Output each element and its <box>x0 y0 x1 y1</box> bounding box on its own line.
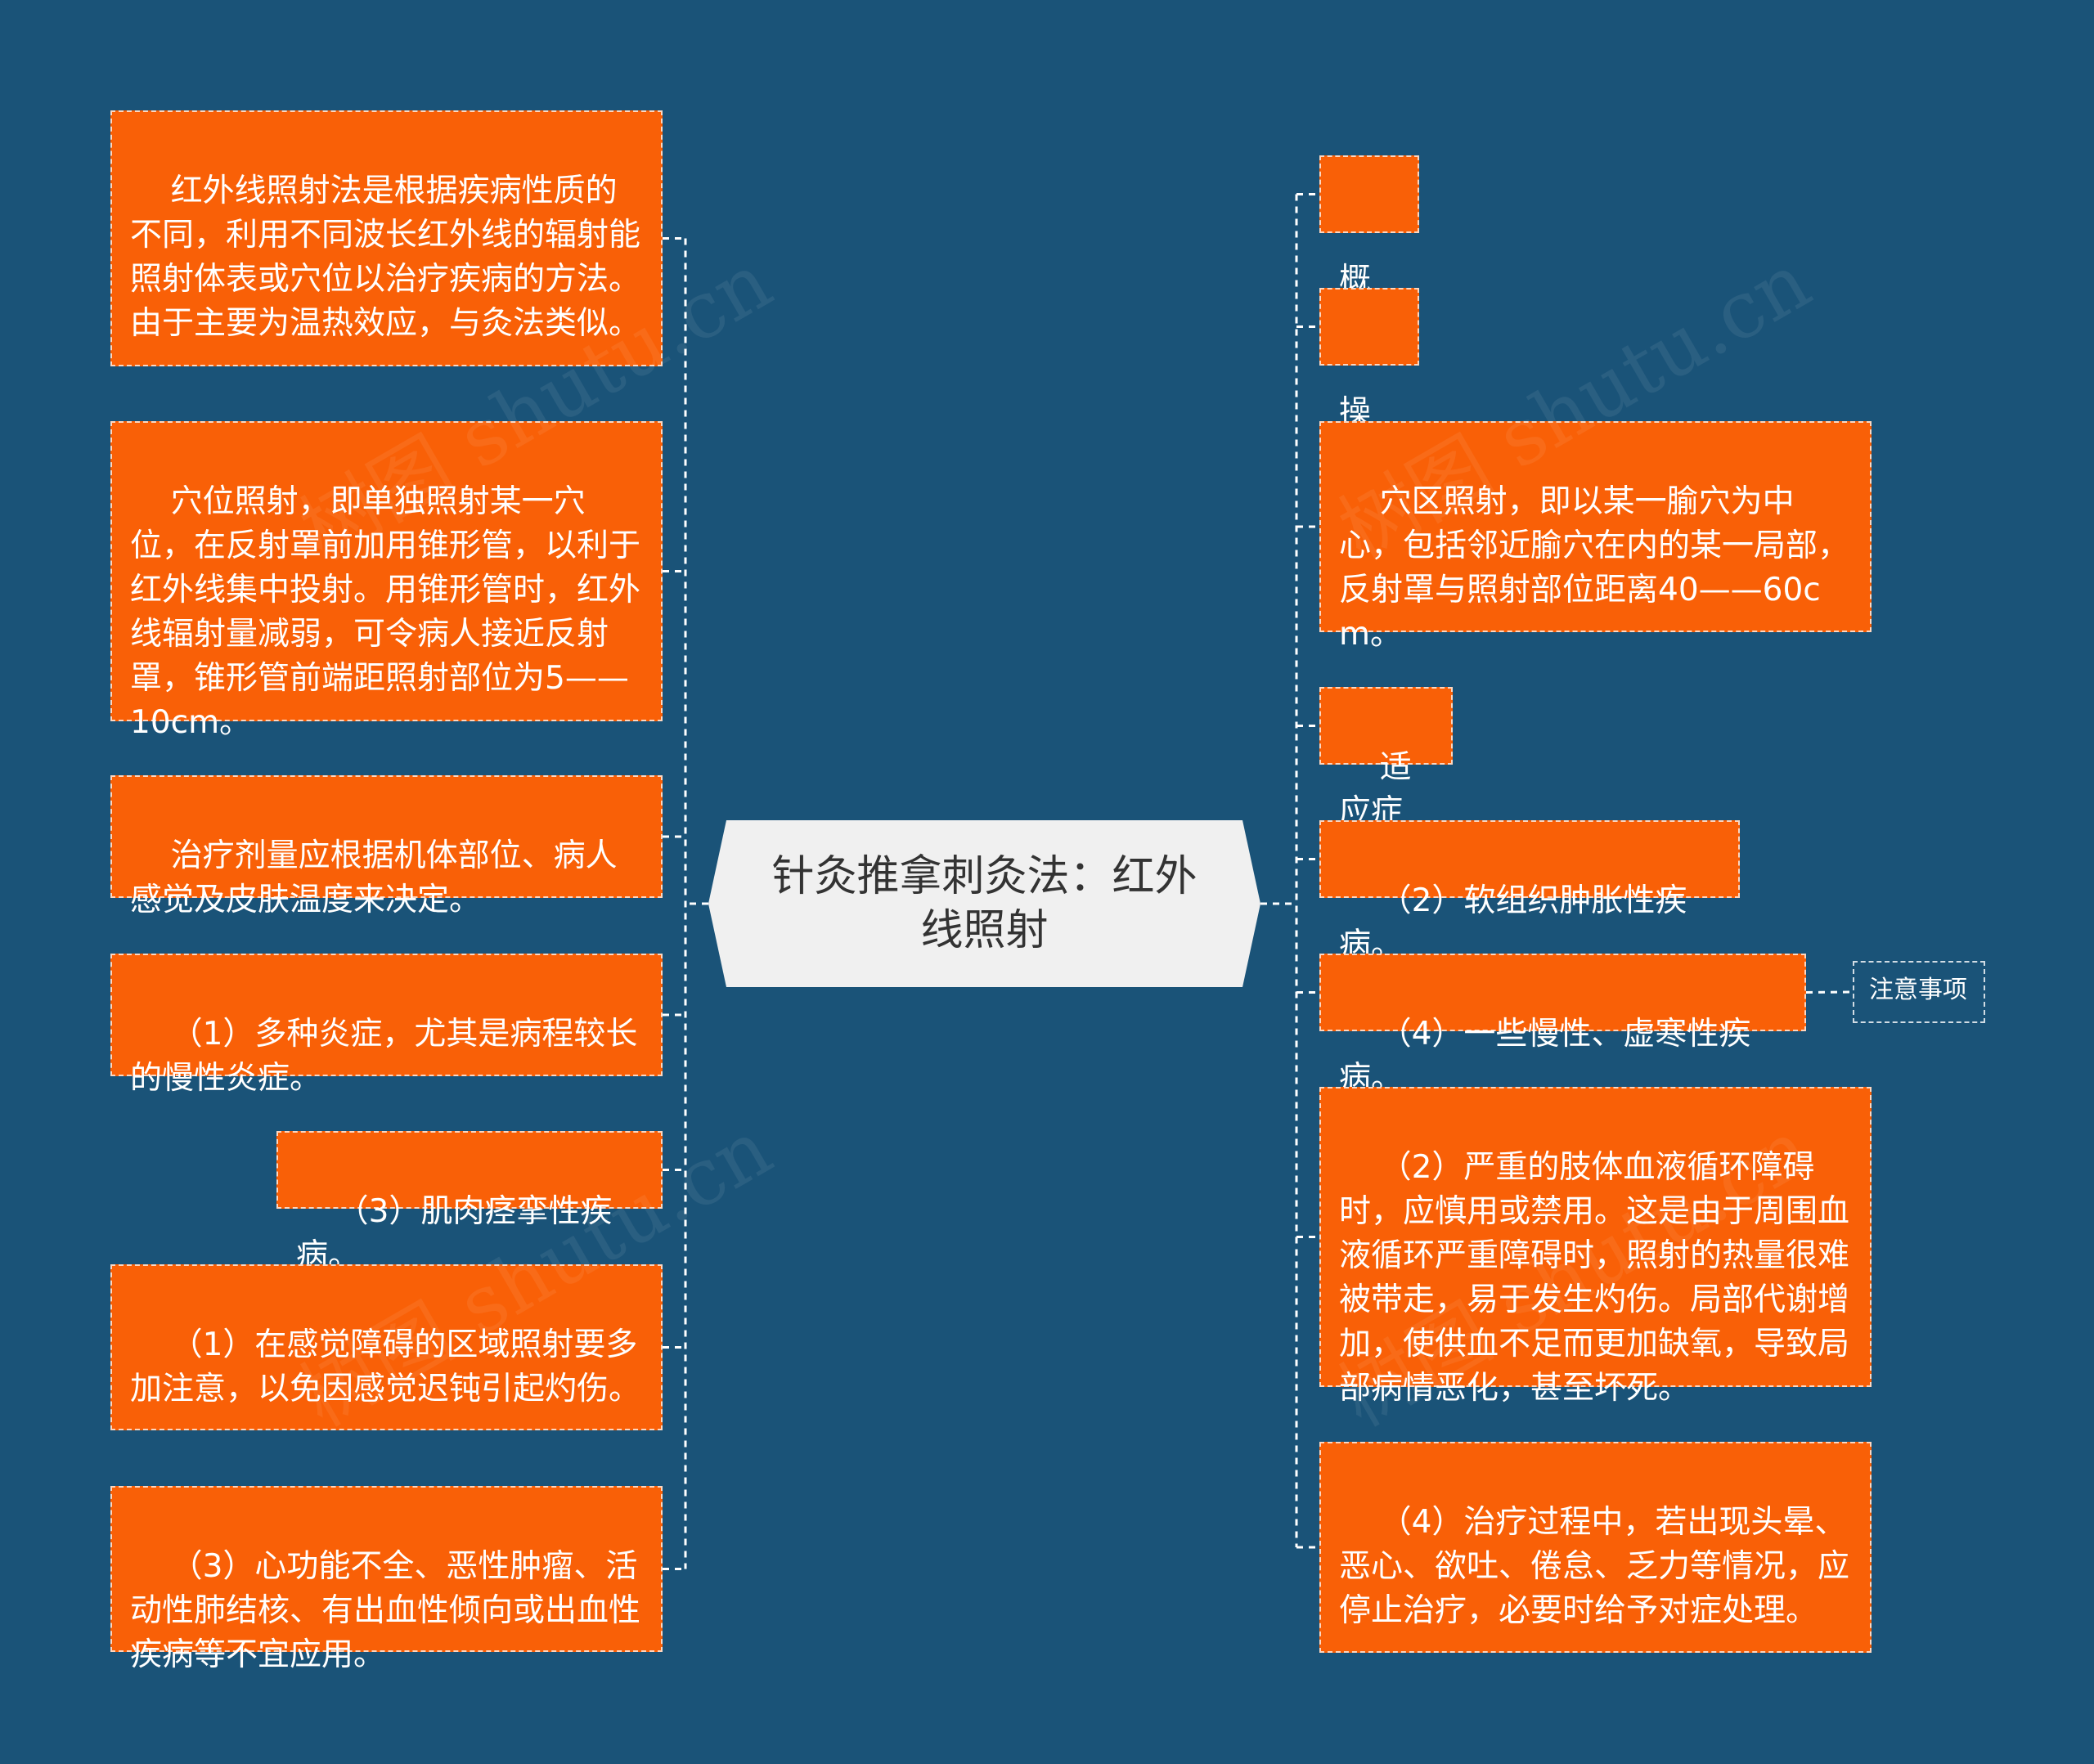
node-text: 红外线照射法是根据疾病性质的不同，利用不同波长红外线的辐射能照射体表或穴位以治疗… <box>130 173 641 342</box>
center-node-shape <box>708 820 1260 987</box>
node-text: （1）多种炎症，尤其是病程较长的慢性炎症。 <box>130 1016 638 1097</box>
node-text: 治疗剂量应根据机体部位、病人感觉及皮肤温度来决定。 <box>130 837 618 918</box>
node-text: （1）在感觉障碍的区域照射要多加注意，以免因感觉迟钝引起灼伤。 <box>130 1326 641 1407</box>
node-indication-soft-tissue[interactable]: （2）软组织肿胀性疾病。 <box>1319 820 1740 963</box>
node-acupoint-irradiation[interactable]: 穴位照射，即单独照射某一穴位，在反射罩前加用锥形管，以利于红外线集中投射。用锥形… <box>110 421 663 741</box>
node-caution-sensory[interactable]: （1）在感觉障碍的区域照射要多加注意，以免因感觉迟钝引起灼伤。 <box>110 1264 663 1430</box>
node-indications[interactable]: 适应症 <box>1319 687 1453 830</box>
tag-link-line <box>1805 990 1854 994</box>
node-text: （2）严重的肢体血液循环障碍时，应慎用或禁用。这是由于周围血液循环严重障碍时，照… <box>1339 1149 1850 1407</box>
node-operation[interactable]: 操作 <box>1319 288 1419 475</box>
node-region-irradiation[interactable]: 穴区照射，即以某一腧穴为中心，包括邻近腧穴在内的某一局部，反射罩与照射部位距离4… <box>1319 421 1872 653</box>
node-indication-inflammation[interactable]: （1）多种炎症，尤其是病程较长的慢性炎症。 <box>110 954 663 1097</box>
node-text: （2）软组织肿胀性疾病。 <box>1339 882 1687 963</box>
center-node[interactable]: 针灸推拿刺灸法：红外线照射 <box>708 820 1260 987</box>
center-title: 针灸推拿刺灸法：红外线照射 <box>771 852 1198 955</box>
tag-text: 注意事项 <box>1869 976 1967 1004</box>
node-caution-circulation[interactable]: （2）严重的肢体血液循环障碍时，应慎用或禁用。这是由于周围血液循环严重障碍时，照… <box>1319 1087 1872 1407</box>
node-overview[interactable]: 概述 <box>1319 155 1419 343</box>
node-contraindications[interactable]: （3）心功能不全、恶性肿瘤、活动性肺结核、有出血性倾向或出血性疾病等不宜应用。 <box>110 1486 663 1673</box>
node-indication-muscle-spasm[interactable]: （3）肌肉痉挛性疾病。 <box>276 1131 663 1274</box>
node-text: （4）治疗过程中，若出现头晕、恶心、欲吐、倦怠、乏力等情况，应停止治疗，必要时给… <box>1339 1504 1850 1629</box>
node-text: 适应症 <box>1339 749 1412 830</box>
node-text: （3）肌肉痉挛性疾病。 <box>296 1193 613 1274</box>
node-dosage[interactable]: 治疗剂量应根据机体部位、病人感觉及皮肤温度来决定。 <box>110 775 663 918</box>
node-ir-definition[interactable]: 红外线照射法是根据疾病性质的不同，利用不同波长红外线的辐射能照射体表或穴位以治疗… <box>110 110 663 366</box>
node-text: （3）心功能不全、恶性肿瘤、活动性肺结核、有出血性倾向或出血性疾病等不宜应用。 <box>130 1548 641 1673</box>
node-text: 穴位照射，即单独照射某一穴位，在反射罩前加用锥形管，以利于红外线集中投射。用锥形… <box>130 483 641 741</box>
tag-precautions[interactable]: 注意事项 <box>1853 961 1985 1023</box>
node-caution-symptoms[interactable]: （4）治疗过程中，若出现头晕、恶心、欲吐、倦怠、乏力等情况，应停止治疗，必要时给… <box>1319 1442 1872 1653</box>
node-indication-chronic[interactable]: （4）一些慢性、虚寒性疾病。 <box>1319 954 1806 1097</box>
node-text: 穴区照射，即以某一腧穴为中心，包括邻近腧穴在内的某一局部，反射罩与照射部位距离4… <box>1339 483 1850 653</box>
